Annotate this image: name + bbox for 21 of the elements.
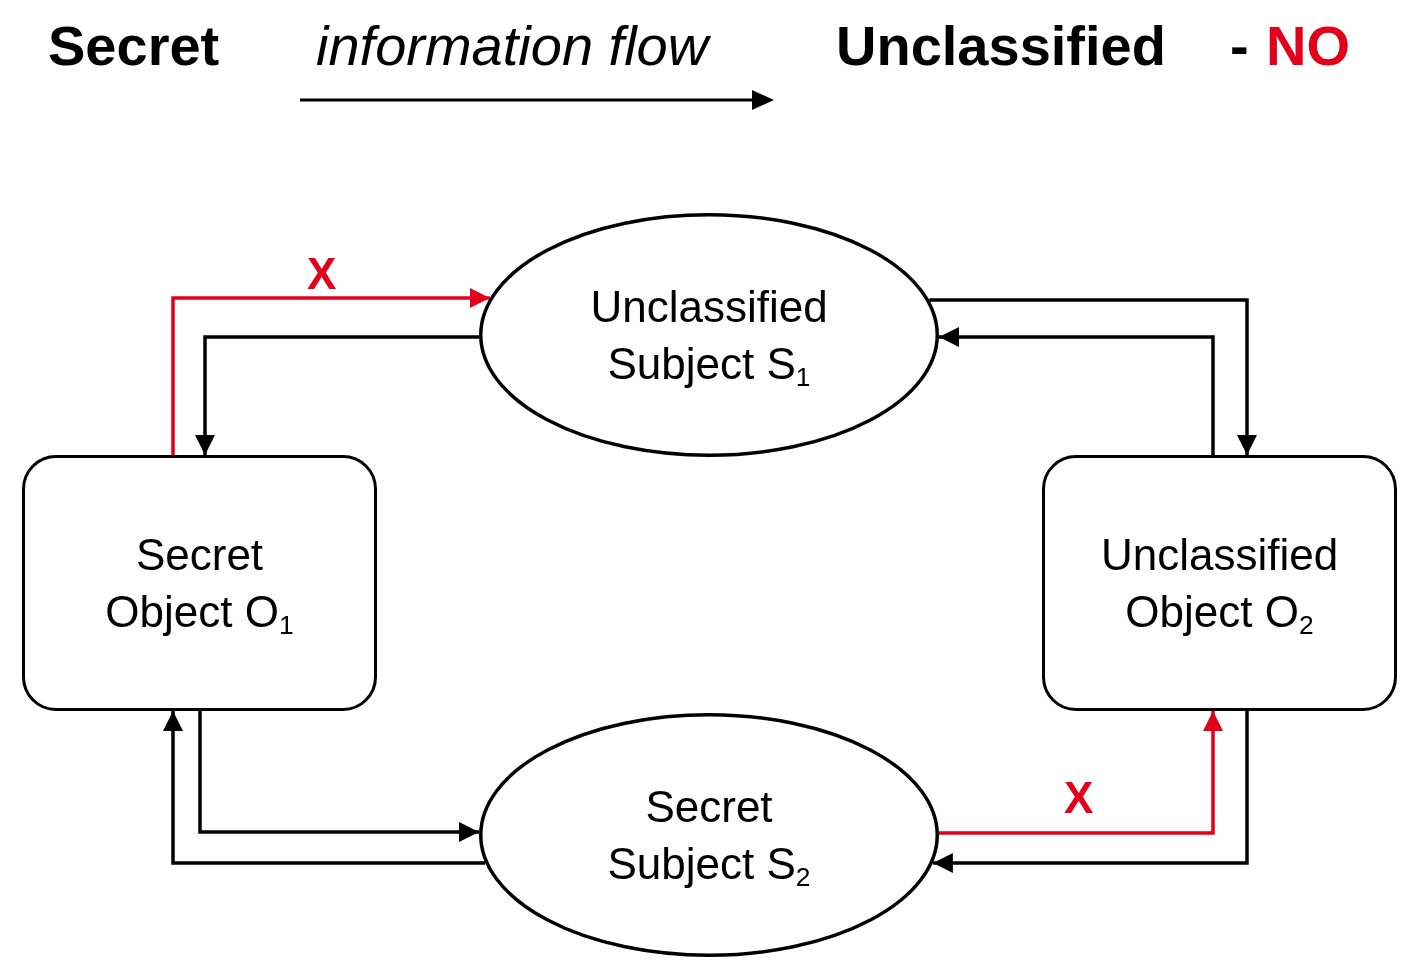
node-label: Secret Object O$_{1}$	[104, 528, 295, 641]
arrow	[171, 288, 490, 455]
arrow	[938, 327, 1215, 455]
node-label: Unclassified Subject S$_{1}$	[589, 280, 829, 393]
node-label: Unclassified Object O$_{2}$	[1099, 528, 1340, 641]
header-text: NO	[1266, 18, 1350, 74]
subject-ellipse	[479, 213, 939, 457]
arrow	[938, 711, 1223, 835]
header-text: Unclassified	[836, 18, 1166, 74]
object-box	[1042, 455, 1397, 711]
arrow	[932, 711, 1249, 873]
arrow	[929, 298, 1257, 455]
node-label: Secret Subject S$_{2}$	[606, 780, 812, 893]
header-text: -	[1230, 18, 1249, 74]
arrow	[163, 711, 486, 865]
header-text: Secret	[48, 18, 220, 74]
header-text: information flow	[316, 18, 709, 74]
object-box	[22, 455, 377, 711]
subject-ellipse	[479, 713, 939, 957]
arrow	[198, 711, 480, 842]
arrow	[195, 335, 480, 455]
